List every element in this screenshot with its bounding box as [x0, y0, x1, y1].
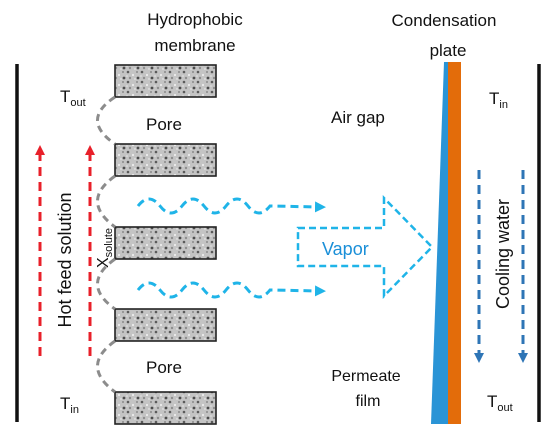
pore-curve	[96, 339, 116, 394]
hot-feed-label: Hot feed solution	[55, 192, 75, 327]
membrane-label: membrane	[154, 36, 235, 55]
membrane-block	[114, 391, 217, 425]
vapor-wave-path	[136, 197, 326, 215]
pore-label: Pore	[146, 115, 182, 134]
permeate-film	[431, 62, 448, 424]
air-gap-label: Air gap	[331, 108, 385, 127]
pore-curve	[96, 174, 116, 229]
solute-concentration-label: Xsolute	[95, 228, 115, 268]
permeate-film-label: Permeate	[331, 368, 400, 385]
membrane-block	[114, 226, 217, 260]
condensation-plate	[448, 62, 461, 424]
membrane-block	[114, 64, 217, 98]
vapor-wave-path	[136, 281, 326, 299]
membrane-block	[114, 143, 217, 177]
vapor-label: Vapor	[322, 239, 369, 259]
membrane-label: Hydrophobic	[147, 10, 243, 29]
pore-curve	[96, 95, 116, 146]
feed-inlet-temperature: Tin	[60, 394, 79, 416]
permeate-film-label: film	[356, 393, 381, 410]
cooling-water-label: Cooling water	[493, 199, 513, 309]
pore-label: Pore	[146, 358, 182, 377]
vapor-flow-arrow	[296, 194, 434, 300]
coolant-outlet-temperature: Tout	[487, 392, 513, 414]
condensation-plate-label: Condensation	[392, 11, 497, 30]
membrane-block	[114, 308, 217, 342]
coolant-inlet-temperature: Tin	[489, 89, 508, 111]
feed-outlet-temperature: Tout	[60, 87, 86, 109]
condensation-plate-label: plate	[430, 41, 467, 60]
